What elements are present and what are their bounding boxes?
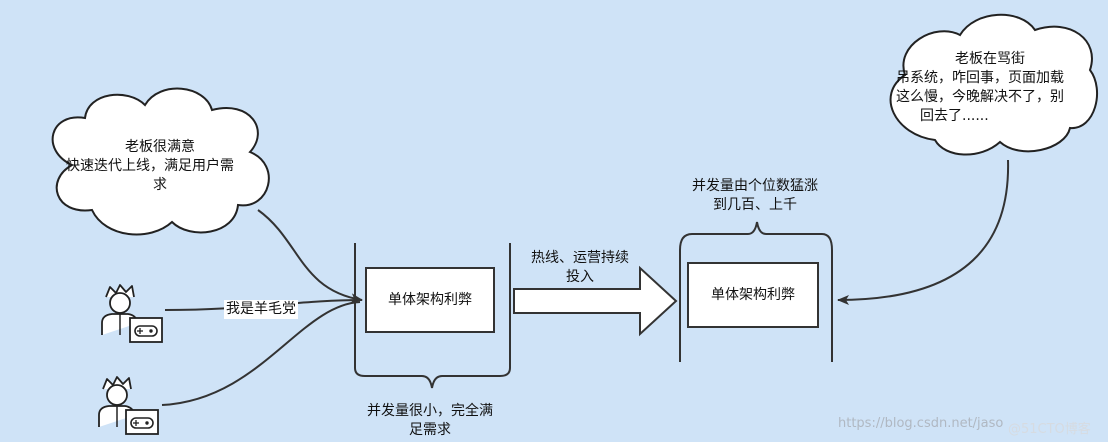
box-monolith-before xyxy=(365,267,495,333)
brace-bottom xyxy=(354,367,511,389)
edge-angry-boss-to-box xyxy=(837,159,1010,305)
cloud-right-line-2: 吊系统，咋回事，页面加载 xyxy=(896,70,1064,86)
watermark-url: https://blog.csdn.net/jaso xyxy=(838,416,1004,431)
cloud-left-line-3: 求 xyxy=(153,177,167,193)
box-monolith-after xyxy=(687,262,819,328)
arrow-label-line-2: 投入 xyxy=(566,269,594,285)
cloud-boss-happy xyxy=(51,87,270,236)
brace-top xyxy=(679,221,833,251)
brace-top-label-line-1: 并发量由个位数猛涨 xyxy=(692,178,818,194)
cloud-right-line-1: 老板在骂街 xyxy=(955,51,1025,67)
brace-top-label-line-2: 到几百、上千 xyxy=(713,197,797,213)
box-right-label: 单体架构利弊 xyxy=(711,287,795,303)
cloud-boss-angry xyxy=(889,13,1099,156)
edge-user2-to-box xyxy=(161,301,361,406)
edge-label-user: 我是羊毛党 xyxy=(224,300,298,319)
gamepad-icon xyxy=(129,317,163,343)
brace-bottom-label-line-2: 足需求 xyxy=(409,422,451,438)
user-icon xyxy=(101,284,139,335)
watermark-brand: @51CTO博客 xyxy=(1008,422,1091,437)
box-left-label: 单体架构利弊 xyxy=(388,292,472,308)
brace-bottom-label-line-1: 并发量很小，完全满 xyxy=(367,403,493,419)
cloud-right-line-3: 这么慢，今晚解决不了，别 xyxy=(896,89,1064,105)
cloud-right-line-4: 回去了...... xyxy=(920,108,989,124)
cloud-left-line-1: 老板很满意 xyxy=(125,139,195,155)
arrow-label-line-1: 热线、运营持续 xyxy=(531,250,629,266)
big-arrow xyxy=(513,265,678,337)
cloud-left-line-2: 快速迭代上线，满足用户需 xyxy=(66,158,234,174)
gamepad-icon xyxy=(125,409,159,435)
edge-cloud-to-box xyxy=(257,209,363,304)
